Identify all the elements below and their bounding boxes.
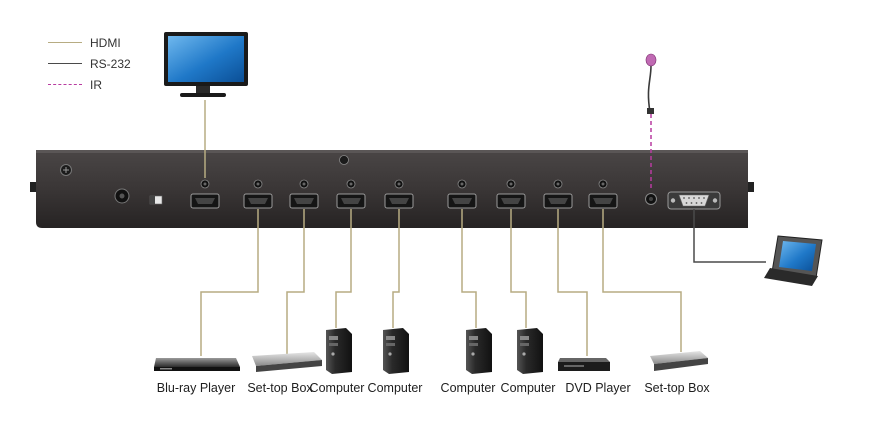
hdmi-port-icon	[543, 179, 573, 209]
dvd-player-icon	[558, 358, 610, 371]
touch-panel-icon	[764, 235, 823, 286]
legend: HDMI RS-232 IR	[48, 32, 131, 95]
bluray-player-icon	[154, 358, 240, 371]
monitor-icon	[164, 32, 248, 97]
set-top-box-icon	[650, 351, 708, 371]
device-label-pc2: Computer	[367, 381, 423, 395]
device-label-pc4: Computer	[500, 381, 556, 395]
hdmi-port-icon	[447, 179, 477, 209]
top-screw-icon	[339, 155, 349, 165]
hdmi-port-icon	[289, 179, 319, 209]
hdmi-port-icon	[336, 179, 366, 209]
hdmi-port-icon	[496, 179, 526, 209]
computer-tower-icon	[383, 328, 409, 374]
hdmi-input-cable	[557, 209, 588, 356]
hdmi-line-swatch	[48, 42, 82, 43]
device-label-stb1: Set-top Box	[247, 381, 313, 395]
legend-label-ir: IR	[90, 77, 102, 92]
set-top-box-icon	[252, 352, 322, 372]
device-label-pc3: Computer	[440, 381, 496, 395]
legend-label-hdmi: HDMI	[90, 35, 121, 50]
rs232-cable	[693, 209, 766, 263]
hdmi-input-cable	[602, 209, 682, 352]
hdmi-ports	[190, 179, 618, 209]
device-label-pc1: Computer	[309, 381, 365, 395]
hdmi-input-cable	[200, 209, 259, 356]
computer-tower-icon	[466, 328, 492, 374]
legend-label-rs232: RS-232	[90, 56, 131, 71]
hdmi-input-cable	[461, 209, 477, 328]
hdmi-input-cable	[392, 209, 400, 328]
ir-port-icon	[645, 193, 657, 205]
computer-towers	[326, 328, 543, 374]
ir-line-swatch	[48, 84, 82, 85]
rs232-port-icon	[667, 191, 721, 210]
hdmi-port-icon	[588, 179, 618, 209]
device-label-bluray: Blu-ray Player	[156, 381, 236, 395]
legend-item-ir: IR	[48, 74, 131, 95]
computer-tower-icon	[517, 328, 543, 374]
legend-item-rs232: RS-232	[48, 53, 131, 74]
hdmi-port-icon	[384, 179, 414, 209]
hdmi-input-cables	[200, 209, 682, 356]
hdmi-input-cable	[335, 209, 352, 328]
switch-panel	[30, 150, 754, 228]
hdmi-port-icon	[190, 179, 220, 209]
hdmi-input-cable	[510, 209, 527, 328]
ir-receiver-icon	[645, 53, 657, 114]
hdmi-input-cable	[286, 209, 305, 354]
device-label-stb2: Set-top Box	[644, 381, 710, 395]
device-label-dvd: DVD Player	[565, 381, 631, 395]
power-jack-icon	[114, 188, 130, 204]
switch-toggle-icon	[149, 195, 163, 205]
ground-screw-icon	[60, 164, 72, 176]
rs232-line-swatch	[48, 63, 82, 64]
computer-tower-icon	[326, 328, 352, 374]
hdmi-port-icon	[243, 179, 273, 209]
legend-item-hdmi: HDMI	[48, 32, 131, 53]
